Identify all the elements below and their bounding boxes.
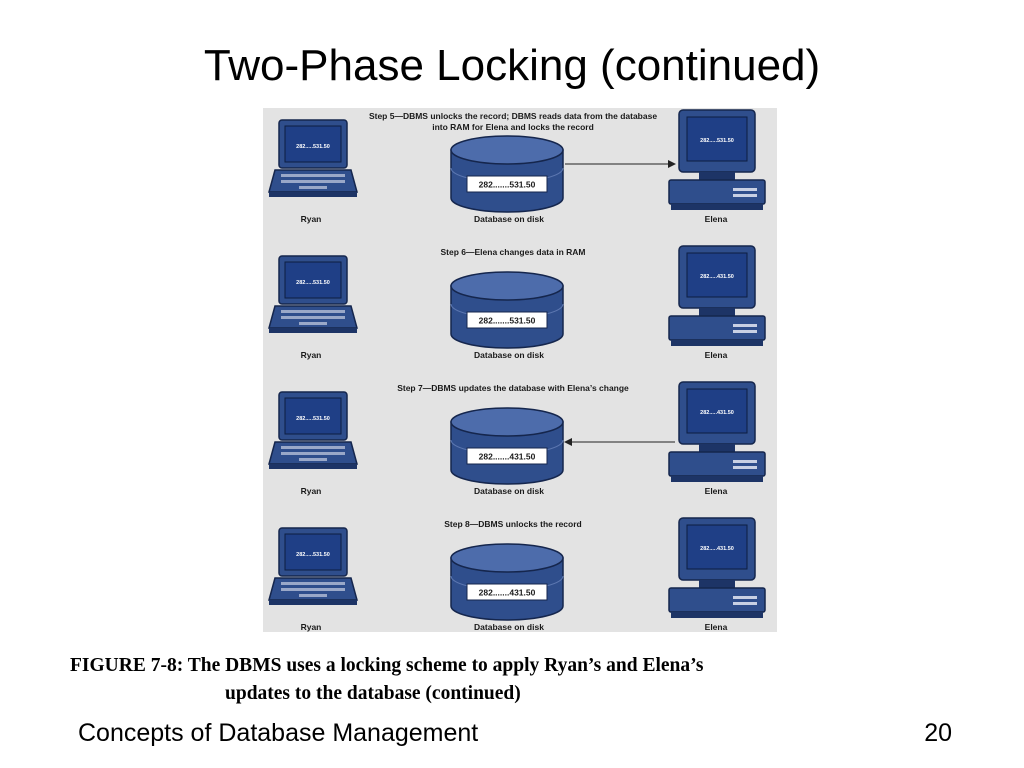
database-value: 282.......531.50 — [479, 180, 536, 190]
desktop-computer-icon: 282.....431.50 — [668, 381, 766, 482]
ryan-screen-value: 282.....531.50 — [296, 280, 330, 286]
locking-figure: Step 5—DBMS unlocks the record; DBMS rea… — [263, 108, 777, 632]
ryan-label: Ryan — [301, 486, 322, 496]
desktop-computer-icon: 282.....431.50 — [668, 245, 766, 346]
step-heading: Step 6—Elena changes data in RAM — [440, 247, 585, 257]
step-panel-7: Step 7—DBMS updates the database with El… — [268, 381, 766, 496]
desktop-computer-icon: 282.....531.50 — [668, 109, 766, 210]
step-heading: Step 7—DBMS updates the database with El… — [397, 383, 629, 393]
ryan-screen-value: 282.....531.50 — [296, 144, 330, 150]
elena-screen-value: 282.....431.50 — [700, 546, 734, 552]
caption-line-1: FIGURE 7-8: The DBMS uses a locking sche… — [70, 655, 704, 676]
caption-line-2: updates to the database (continued) — [225, 683, 521, 704]
database-cylinder-icon: 282.......531.50 — [450, 135, 564, 213]
database-label: Database on disk — [474, 214, 544, 224]
laptop-icon: 282.....531.50 — [268, 391, 358, 469]
slide-title: Two-Phase Locking (continued) — [203, 41, 821, 90]
elena-label: Elena — [705, 350, 728, 360]
locking-diagram: Step 5—DBMS unlocks the record; DBMS rea… — [268, 109, 766, 632]
ryan-screen-value: 282.....531.50 — [296, 416, 330, 422]
step-heading: Step 8—DBMS unlocks the record — [444, 519, 581, 529]
step-panel-8: Step 8—DBMS unlocks the record 282.....53… — [268, 517, 766, 632]
laptop-icon: 282.....531.50 — [268, 119, 358, 197]
database-cylinder-icon: 282.......431.50 — [450, 543, 564, 621]
laptop-icon: 282.....531.50 — [268, 255, 358, 333]
database-label: Database on disk — [474, 622, 544, 632]
database-label: Database on disk — [474, 350, 544, 360]
footer-text: Concepts of Database Management — [78, 719, 479, 747]
database-cylinder-icon: 282.......531.50 — [450, 271, 564, 349]
ryan-label: Ryan — [301, 214, 322, 224]
page-number: 20 — [924, 719, 952, 747]
database-value: 282.......431.50 — [479, 452, 536, 462]
elena-screen-value: 282.....531.50 — [700, 138, 734, 144]
laptop-icon: 282.....531.50 — [268, 527, 358, 605]
elena-label: Elena — [705, 214, 728, 224]
database-cylinder-icon: 282.......431.50 — [450, 407, 564, 485]
elena-screen-value: 282.....431.50 — [700, 274, 734, 280]
database-label: Database on disk — [474, 486, 544, 496]
desktop-computer-icon: 282.....431.50 — [668, 517, 766, 618]
step-panel-6: Step 6—Elena changes data in RAM 282.....… — [268, 245, 766, 360]
database-value: 282.......531.50 — [479, 316, 536, 326]
step-panel-5: Step 5—DBMS unlocks the record; DBMS rea… — [268, 109, 766, 224]
figure-caption: FIGURE 7-8: The DBMS uses a locking sche… — [70, 652, 950, 708]
ryan-label: Ryan — [301, 350, 322, 360]
elena-screen-value: 282.....431.50 — [700, 410, 734, 416]
elena-label: Elena — [705, 486, 728, 496]
elena-label: Elena — [705, 622, 728, 632]
ryan-screen-value: 282.....531.50 — [296, 552, 330, 558]
step-heading-line-2: into RAM for Elena and locks the record — [432, 122, 594, 132]
database-value: 282.......431.50 — [479, 588, 536, 598]
step-heading: Step 5—DBMS unlocks the record; DBMS rea… — [369, 111, 657, 121]
ryan-label: Ryan — [301, 622, 322, 632]
